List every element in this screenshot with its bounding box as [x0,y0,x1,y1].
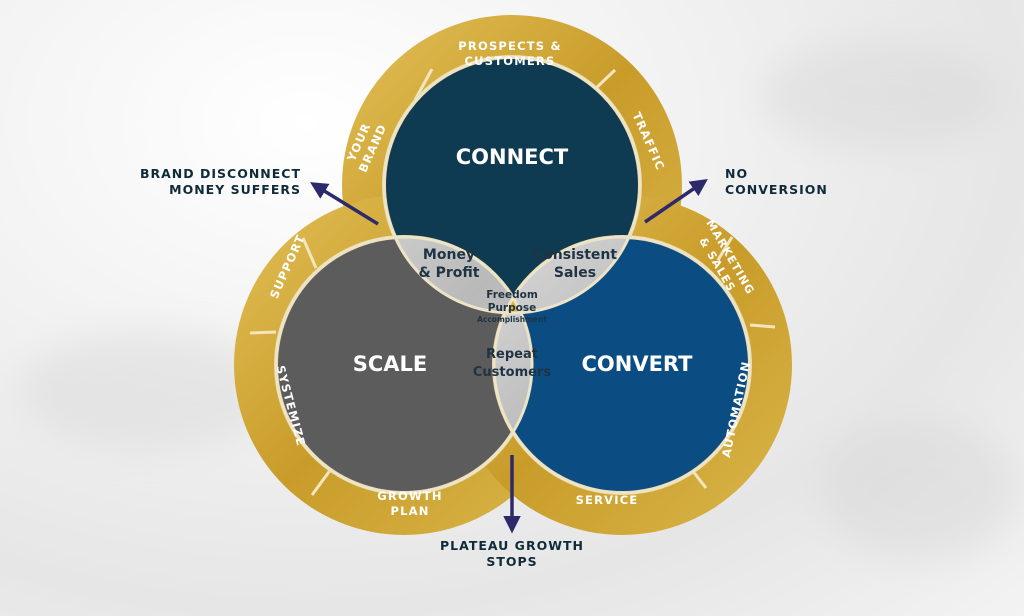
ring-label-prospects-2: CUSTOMERS [465,54,556,68]
ring-label-service: SERVICE [576,493,639,507]
arrow-brand-disconnect [310,182,379,226]
overlap-connect-scale [384,237,532,313]
outcome-no-conversion-2: CONVERSION [725,182,828,197]
money-profit-label-2: & Profit [419,265,480,281]
overlap-connect-convert [494,237,640,313]
scale-title: SCALE [353,352,428,376]
money-profit-label-1: Money [423,247,475,263]
center-label-1: Freedom [486,289,538,301]
ring-label-growth-plan-2: PLAN [390,504,429,518]
outcome-plateau-2: STOPS [486,554,537,569]
outcome-brand-disconnect-2: MONEY SUFFERS [169,182,301,197]
arrow-no-conversion [644,179,708,224]
outcome-brand-disconnect-1: BRAND DISCONNECT [140,166,301,181]
center-label-2: Purpose [488,302,536,314]
ring-label-growth-plan-1: GROWTH [377,489,442,503]
repeat-customers-label-1: Repeat [486,347,538,362]
circle-outlines [274,55,752,495]
ring-label-prospects-1: PROSPECTS & [458,39,561,53]
repeat-customers-label-2: Customers [473,365,551,380]
connect-title: CONNECT [456,145,569,169]
convert-title: CONVERT [582,352,694,376]
consistent-sales-label-1: Consistent [533,247,617,263]
outcome-no-conversion-1: NO [725,166,748,181]
center-label-3: Accomplishment [477,315,547,324]
outcome-plateau-1: PLATEAU GROWTH [440,538,584,553]
consistent-sales-label-2: Sales [554,265,596,281]
